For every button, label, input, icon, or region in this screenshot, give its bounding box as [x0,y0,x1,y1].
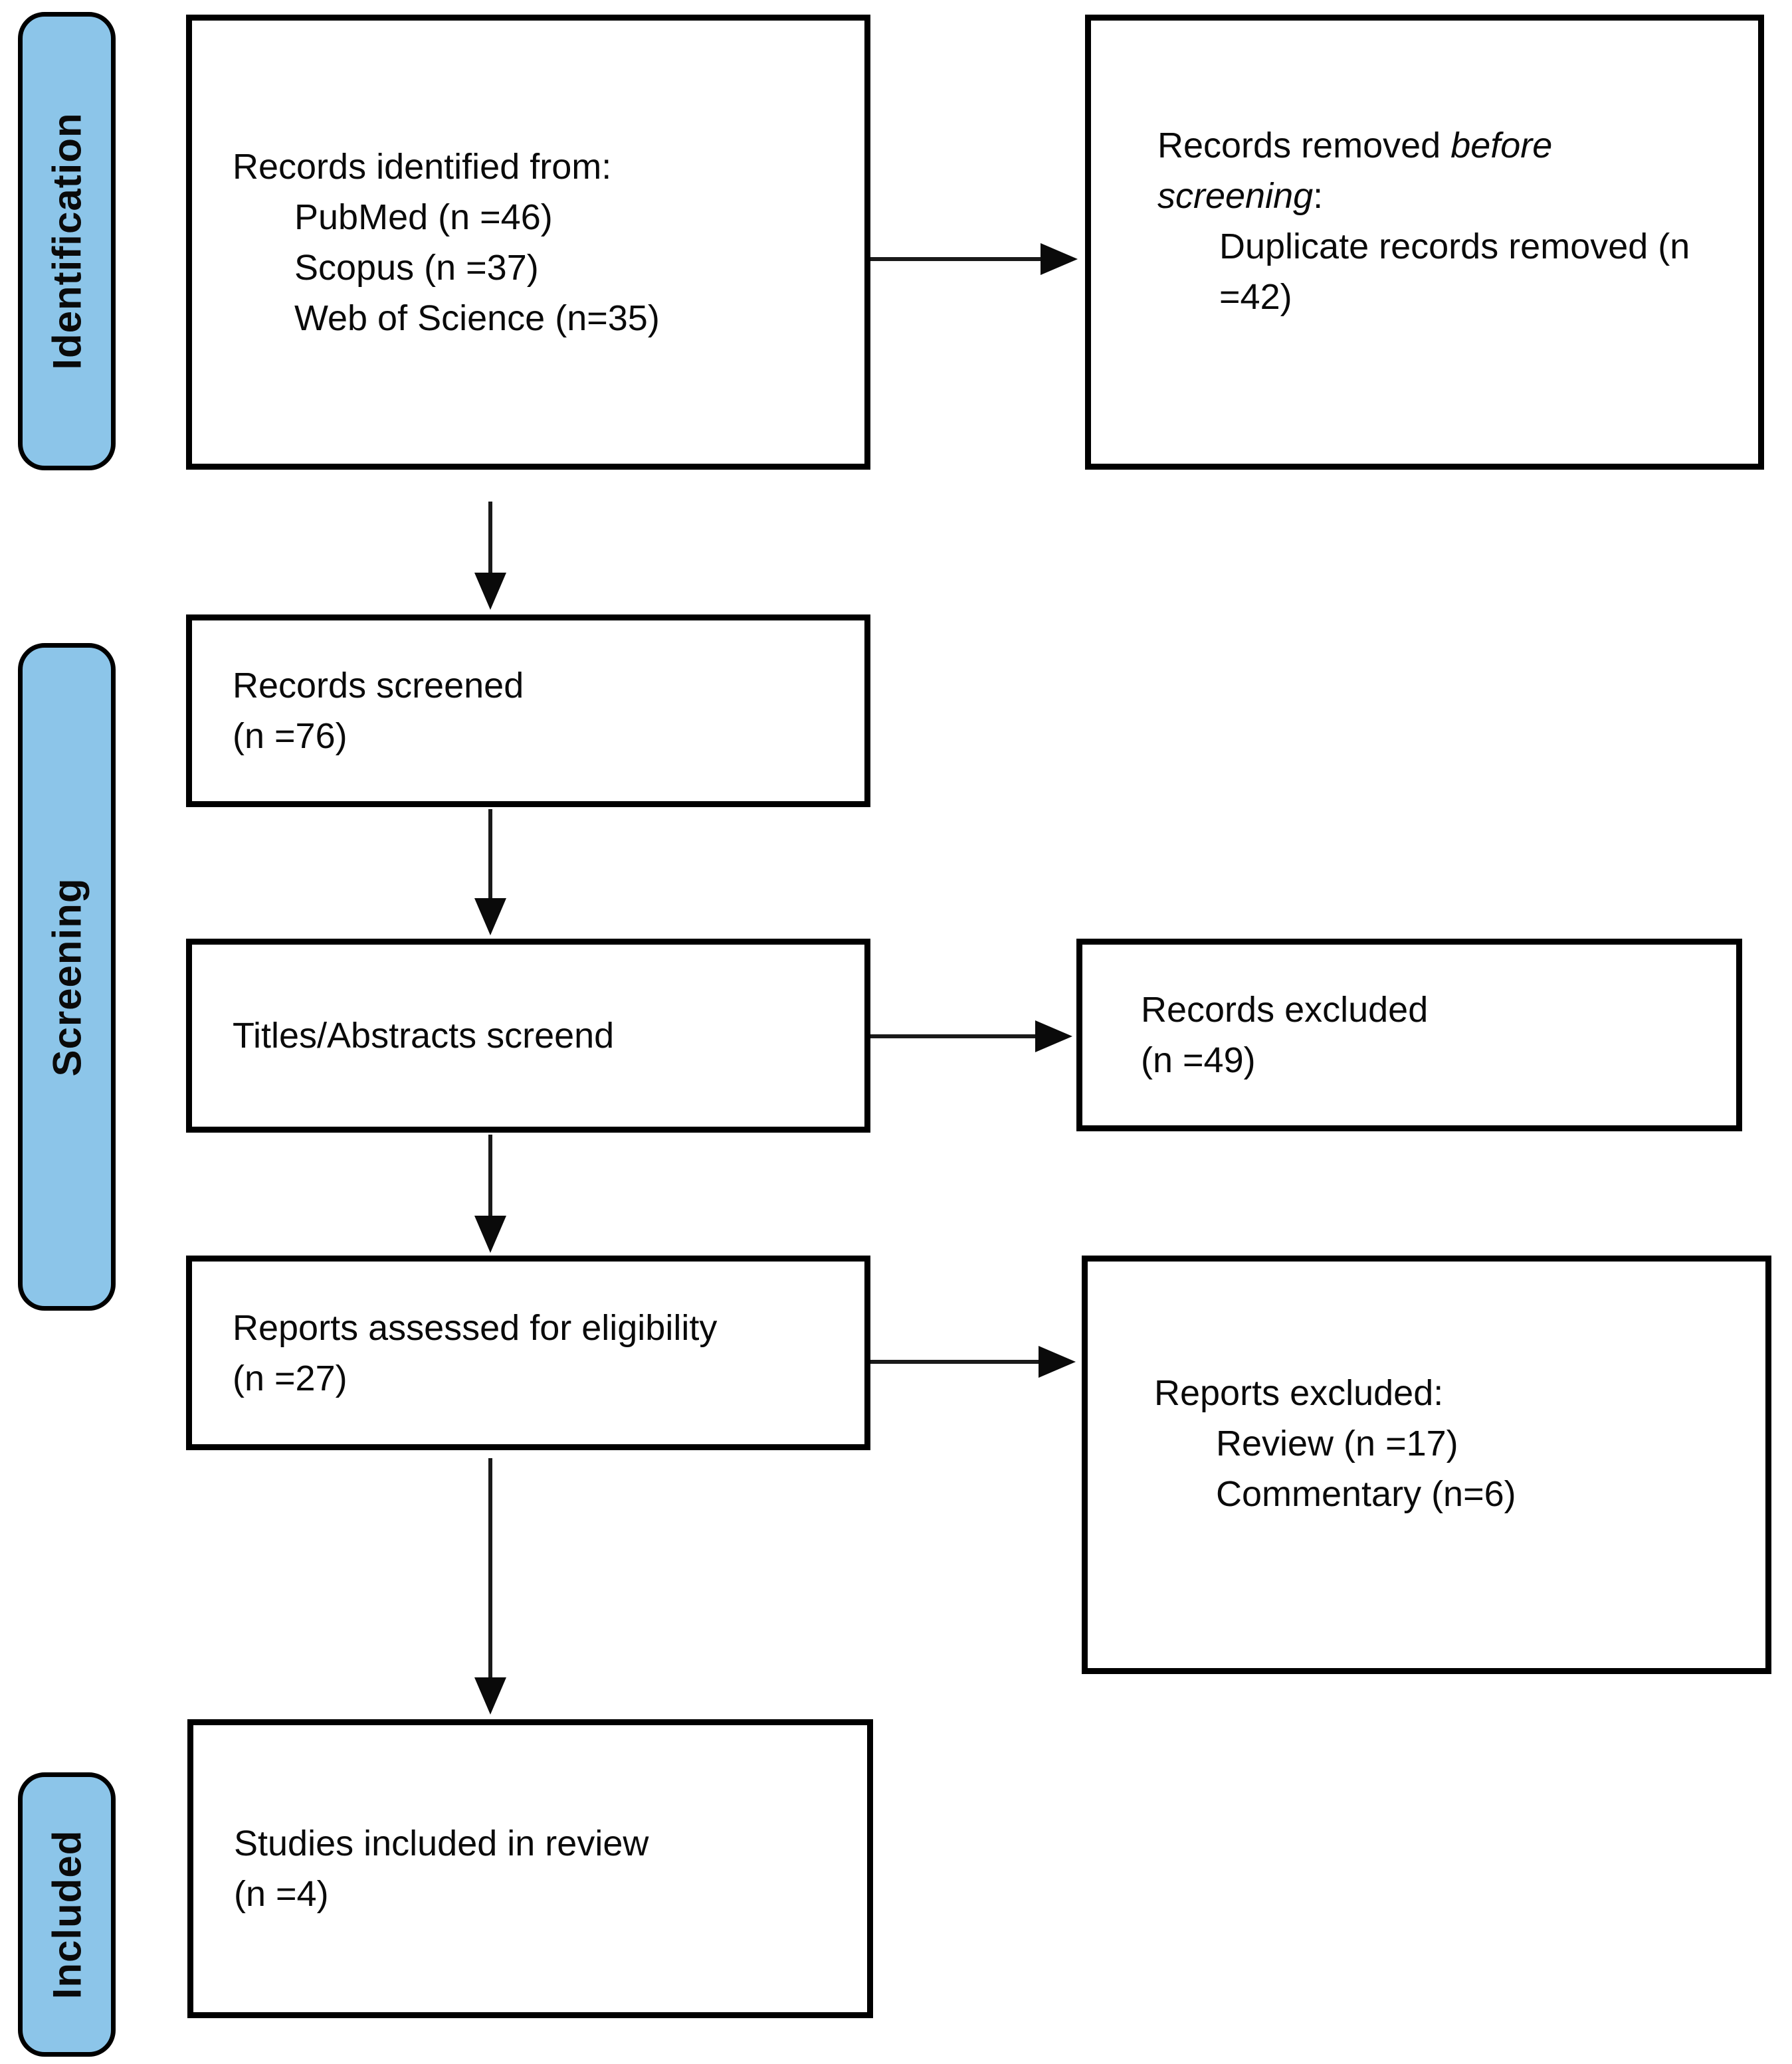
studies-included-line-1: Studies included in review [234,1824,649,1863]
arrow-assessed-to-included-line [488,1458,492,1679]
box-records-screened: Records screened (n =76) [186,614,870,807]
stage-tab-identification: Identification [18,12,116,470]
box-reports-assessed: Reports assessed for eligibility (n =27) [186,1256,870,1450]
records-identified-title: Records identified from: [233,146,612,187]
arrow-titles-to-excluded-head-icon [1035,1020,1072,1052]
arrow-identified-to-screened-line [488,502,492,576]
records-removed-title: Records removed before screening: [1157,120,1623,221]
arrow-screened-to-titles-head-icon [474,898,506,935]
box-records-excluded: Records excluded (n =49) [1076,939,1742,1131]
titles-abstracts-label: Titles/Abstracts screend [233,1016,615,1056]
reports-excluded-item-review: Review (n =17) [1216,1424,1458,1463]
arrow-identified-to-removed-head-icon [1041,243,1078,275]
box-records-removed: Records removed before screening: Duplic… [1085,15,1764,470]
records-removed-item-duplicates: Duplicate records removed (n =42) [1219,227,1690,317]
arrow-assessed-to-included-head-icon [474,1677,506,1715]
stage-label-identification: Identification [45,112,89,370]
records-excluded-line-1: Records excluded [1141,990,1429,1030]
stage-tab-screening: Screening [18,643,116,1311]
records-removed-title-run-2: before screening [1157,126,1553,216]
arrow-identified-to-removed-line [870,257,1042,261]
arrow-screened-to-titles-line [488,809,492,900]
records-identified-item-pubmed: PubMed (n =46) [294,197,553,237]
reports-assessed-count: (n =27) [233,1358,348,1398]
box-reports-excluded: Reports excluded: Review (n =17) Comment… [1082,1256,1771,1674]
stage-label-included: Included [45,1829,89,2000]
arrow-assessed-to-reports-excluded-head-icon [1039,1346,1076,1378]
records-identified-item-scopus: Scopus (n =37) [294,247,539,288]
studies-included-count: (n =4) [234,1874,329,1914]
reports-excluded-title: Reports excluded: [1154,1373,1444,1413]
box-studies-included: Studies included in review (n =4) [187,1719,873,2018]
records-removed-title-run-3: : [1313,176,1324,216]
stage-tab-included: Included [18,1772,116,2057]
records-screened-count: (n =76) [233,716,348,756]
records-removed-title-run-1: Records removed [1157,126,1451,165]
arrow-titles-to-assessed-line [488,1135,492,1218]
arrow-titles-to-excluded-line [870,1034,1037,1038]
arrow-identified-to-screened-head-icon [474,573,506,610]
stage-label-screening: Screening [45,877,89,1077]
arrow-titles-to-assessed-head-icon [474,1216,506,1253]
records-excluded-count: (n =49) [1141,1040,1256,1080]
reports-assessed-line-1: Reports assessed for eligibility [233,1307,718,1348]
records-identified-item-wos: Web of Science (n=35) [294,298,660,338]
reports-excluded-item-commentary: Commentary (n=6) [1216,1474,1516,1514]
records-screened-line-1: Records screened [233,666,524,705]
box-records-identified: Records identified from: PubMed (n =46) … [186,15,870,470]
arrow-assessed-to-reports-excluded-line [870,1360,1040,1364]
box-titles-abstracts-screened: Titles/Abstracts screend [186,939,870,1133]
